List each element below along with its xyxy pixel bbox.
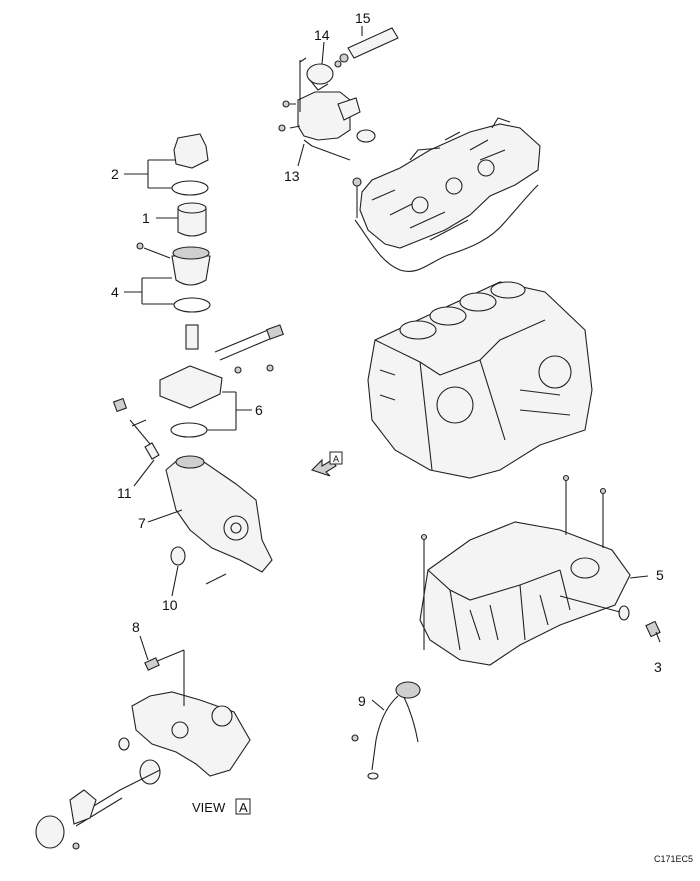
callout-8: 8 — [132, 619, 140, 635]
pressure-relief-valve — [112, 397, 160, 460]
thermostat-housing — [278, 57, 376, 161]
oil-filter-cap — [171, 133, 209, 196]
view-arrow-letter: A — [333, 454, 339, 464]
oil-filter-element — [177, 202, 207, 237]
crankshaft-seal — [170, 546, 227, 585]
callout-5: 5 — [656, 567, 664, 583]
view-word: VIEW — [192, 800, 226, 815]
callout-9: 9 — [358, 693, 366, 709]
oil-pump — [165, 455, 273, 573]
view-a-label: VIEW A — [192, 798, 251, 815]
oil-pan — [419, 521, 631, 666]
intake-manifold — [354, 117, 541, 272]
cylinder-block — [367, 281, 593, 479]
callout-11: 11 — [117, 485, 132, 501]
figure-code: C171EC5 — [654, 854, 693, 864]
callout-4: 4 — [111, 284, 119, 300]
view-a-arrow: A — [310, 451, 343, 477]
oil-filter-housing — [136, 242, 211, 313]
callout-3: 3 — [654, 659, 662, 675]
callout-6: 6 — [255, 402, 263, 418]
callout-1: 1 — [142, 210, 150, 226]
oil-pan-bolts — [420, 474, 607, 650]
oil-cooler-adapter — [159, 324, 284, 438]
callout-13: 13 — [284, 168, 300, 184]
view-letter: A — [239, 800, 248, 815]
manifold-bolt — [352, 177, 362, 218]
dipstick — [351, 681, 421, 780]
callout-10: 10 — [162, 597, 178, 613]
callout-14: 14 — [314, 27, 330, 43]
coolant-hose — [334, 27, 399, 68]
view-a-detail — [35, 649, 251, 850]
callout-2: 2 — [111, 166, 119, 182]
leader-lines — [124, 26, 661, 711]
coolant-sensor-cap — [306, 63, 334, 91]
callout-15: 15 — [355, 10, 371, 26]
callout-7: 7 — [138, 515, 146, 531]
